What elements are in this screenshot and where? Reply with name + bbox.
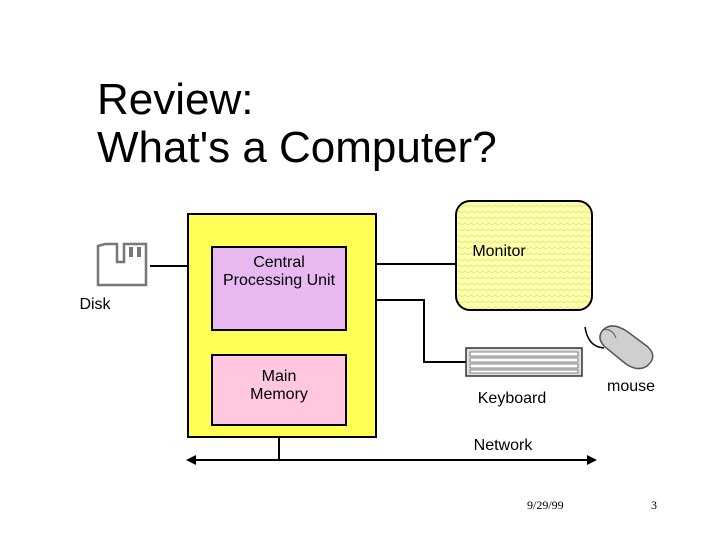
slide-date: 9/29/99 [527, 498, 564, 512]
mouse-label: mouse [606, 378, 656, 395]
keyboard-icon [465, 347, 583, 377]
slide-title: Review: What's a Computer? [97, 76, 497, 172]
monitor-screen [455, 200, 593, 311]
keyboard-connector [376, 299, 466, 363]
page-number: 3 [651, 498, 657, 512]
title-line-1: Review: [97, 75, 254, 124]
network-arrow-left [186, 455, 196, 465]
memory-label: Main Memory [250, 368, 308, 403]
monitor-label: Monitor [472, 243, 526, 260]
disk-icon [96, 242, 148, 287]
cpu-label: Central Processing Unit [222, 254, 336, 289]
network-label: Network [473, 437, 533, 454]
keyboard-label: Keyboard [477, 390, 547, 407]
network-arrow-right [587, 455, 597, 465]
memory-box [211, 354, 347, 426]
disk-label: Disk [79, 296, 111, 313]
mouse-icon [584, 325, 654, 370]
title-line-2: What's a Computer? [97, 123, 497, 172]
cpu-box [211, 246, 347, 331]
